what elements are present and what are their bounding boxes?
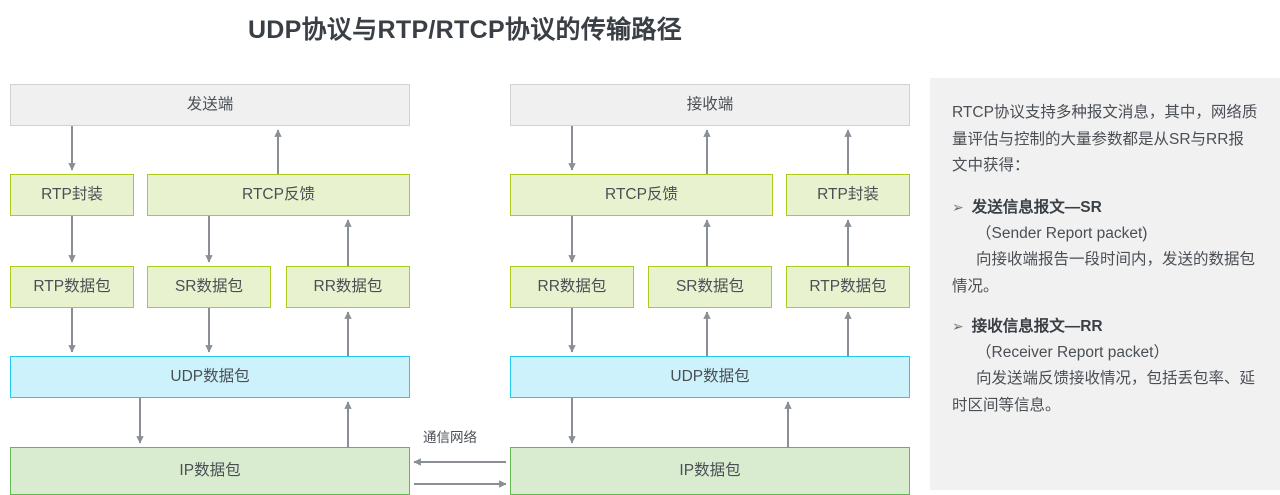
- left-ip-box: IP数据包: [10, 447, 410, 495]
- right-rr-packet-box: RR数据包: [510, 266, 634, 308]
- right-rr-packet-label: RR数据包: [537, 278, 607, 296]
- bullet-arrow-icon: ➢: [952, 198, 964, 215]
- left-rtp-packet-label: RTP数据包: [33, 278, 111, 296]
- right-rtp-packet-label: RTP数据包: [809, 278, 887, 296]
- sidebar-item-sr: ➢ 发送信息报文—SR （Sender Report packet) 向接收端报…: [952, 196, 1258, 301]
- bullet-arrow-icon: ➢: [952, 317, 964, 334]
- right-sr-packet-box: SR数据包: [648, 266, 772, 308]
- left-endpoint-label: 发送端: [186, 96, 234, 114]
- left-rtp-packet-box: RTP数据包: [10, 266, 134, 308]
- arrow-layer: [68, 126, 852, 488]
- sidebar-item-sr-heading-text: 发送信息报文—SR: [971, 198, 1102, 216]
- right-endpoint-box: 接收端: [510, 84, 910, 126]
- right-endpoint-label: 接收端: [686, 96, 734, 114]
- right-udp-label: UDP数据包: [670, 368, 750, 386]
- diagram-canvas: 发送端 RTP封装 RTCP反馈 RTP数据包 SR数据包 RR数据包 UDP数…: [10, 84, 910, 495]
- left-rtcp-feedback-label: RTCP反馈: [242, 186, 315, 204]
- sidebar-item-sr-heading: ➢ 发送信息报文—SR: [952, 196, 1258, 221]
- sidebar-intro-text: RTCP协议支持多种报文消息，其中，网络质量评估与控制的大量参数都是从SR与RR…: [952, 104, 1258, 175]
- left-rr-packet-box: RR数据包: [286, 266, 410, 308]
- right-rtcp-feedback-box: RTCP反馈: [510, 174, 773, 216]
- right-rtcp-feedback-label: RTCP反馈: [605, 186, 678, 204]
- left-udp-box: UDP数据包: [10, 356, 410, 398]
- left-rtcp-feedback-box: RTCP反馈: [147, 174, 410, 216]
- left-sr-packet-box: SR数据包: [147, 266, 271, 308]
- left-rtp-encap-label: RTP封装: [41, 186, 103, 204]
- right-ip-box: IP数据包: [510, 447, 910, 495]
- right-sr-packet-label: SR数据包: [675, 278, 745, 296]
- sidebar-panel: RTCP协议支持多种报文消息，其中，网络质量评估与控制的大量参数都是从SR与RR…: [930, 78, 1280, 490]
- right-udp-box: UDP数据包: [510, 356, 910, 398]
- sidebar-item-rr-heading-text: 接收信息报文—RR: [971, 317, 1103, 335]
- sidebar-item-rr: ➢ 接收信息报文—RR （Receiver Report packet） 向发送…: [952, 315, 1258, 420]
- right-rtp-packet-box: RTP数据包: [786, 266, 910, 308]
- left-ip-label: IP数据包: [179, 462, 241, 480]
- network-label: 通信网络: [423, 430, 477, 445]
- sidebar-item-sr-subtitle: （Sender Report packet): [976, 224, 1148, 242]
- sidebar-item-rr-subtitle: （Receiver Report packet）: [976, 343, 1169, 361]
- page-title: UDP协议与RTP/RTCP协议的传输路径: [247, 16, 683, 44]
- sidebar-item-rr-heading: ➢ 接收信息报文—RR: [952, 315, 1258, 340]
- left-endpoint-box: 发送端: [10, 84, 410, 126]
- sidebar-item-rr-body: 向发送端反馈接收情况，包括丢包率、延时区间等信息。: [952, 370, 1256, 414]
- left-sr-packet-label: SR数据包: [174, 278, 244, 296]
- sidebar-item-sr-body: 向接收端报告一段时间内，发送的数据包情况。: [952, 251, 1256, 296]
- left-udp-label: UDP数据包: [170, 368, 250, 386]
- right-rtp-encap-box: RTP封装: [786, 174, 910, 216]
- left-rtp-encap-box: RTP封装: [10, 174, 134, 216]
- right-ip-label: IP数据包: [679, 462, 741, 480]
- right-rtp-encap-label: RTP封装: [817, 186, 879, 204]
- left-rr-packet-label: RR数据包: [313, 278, 383, 296]
